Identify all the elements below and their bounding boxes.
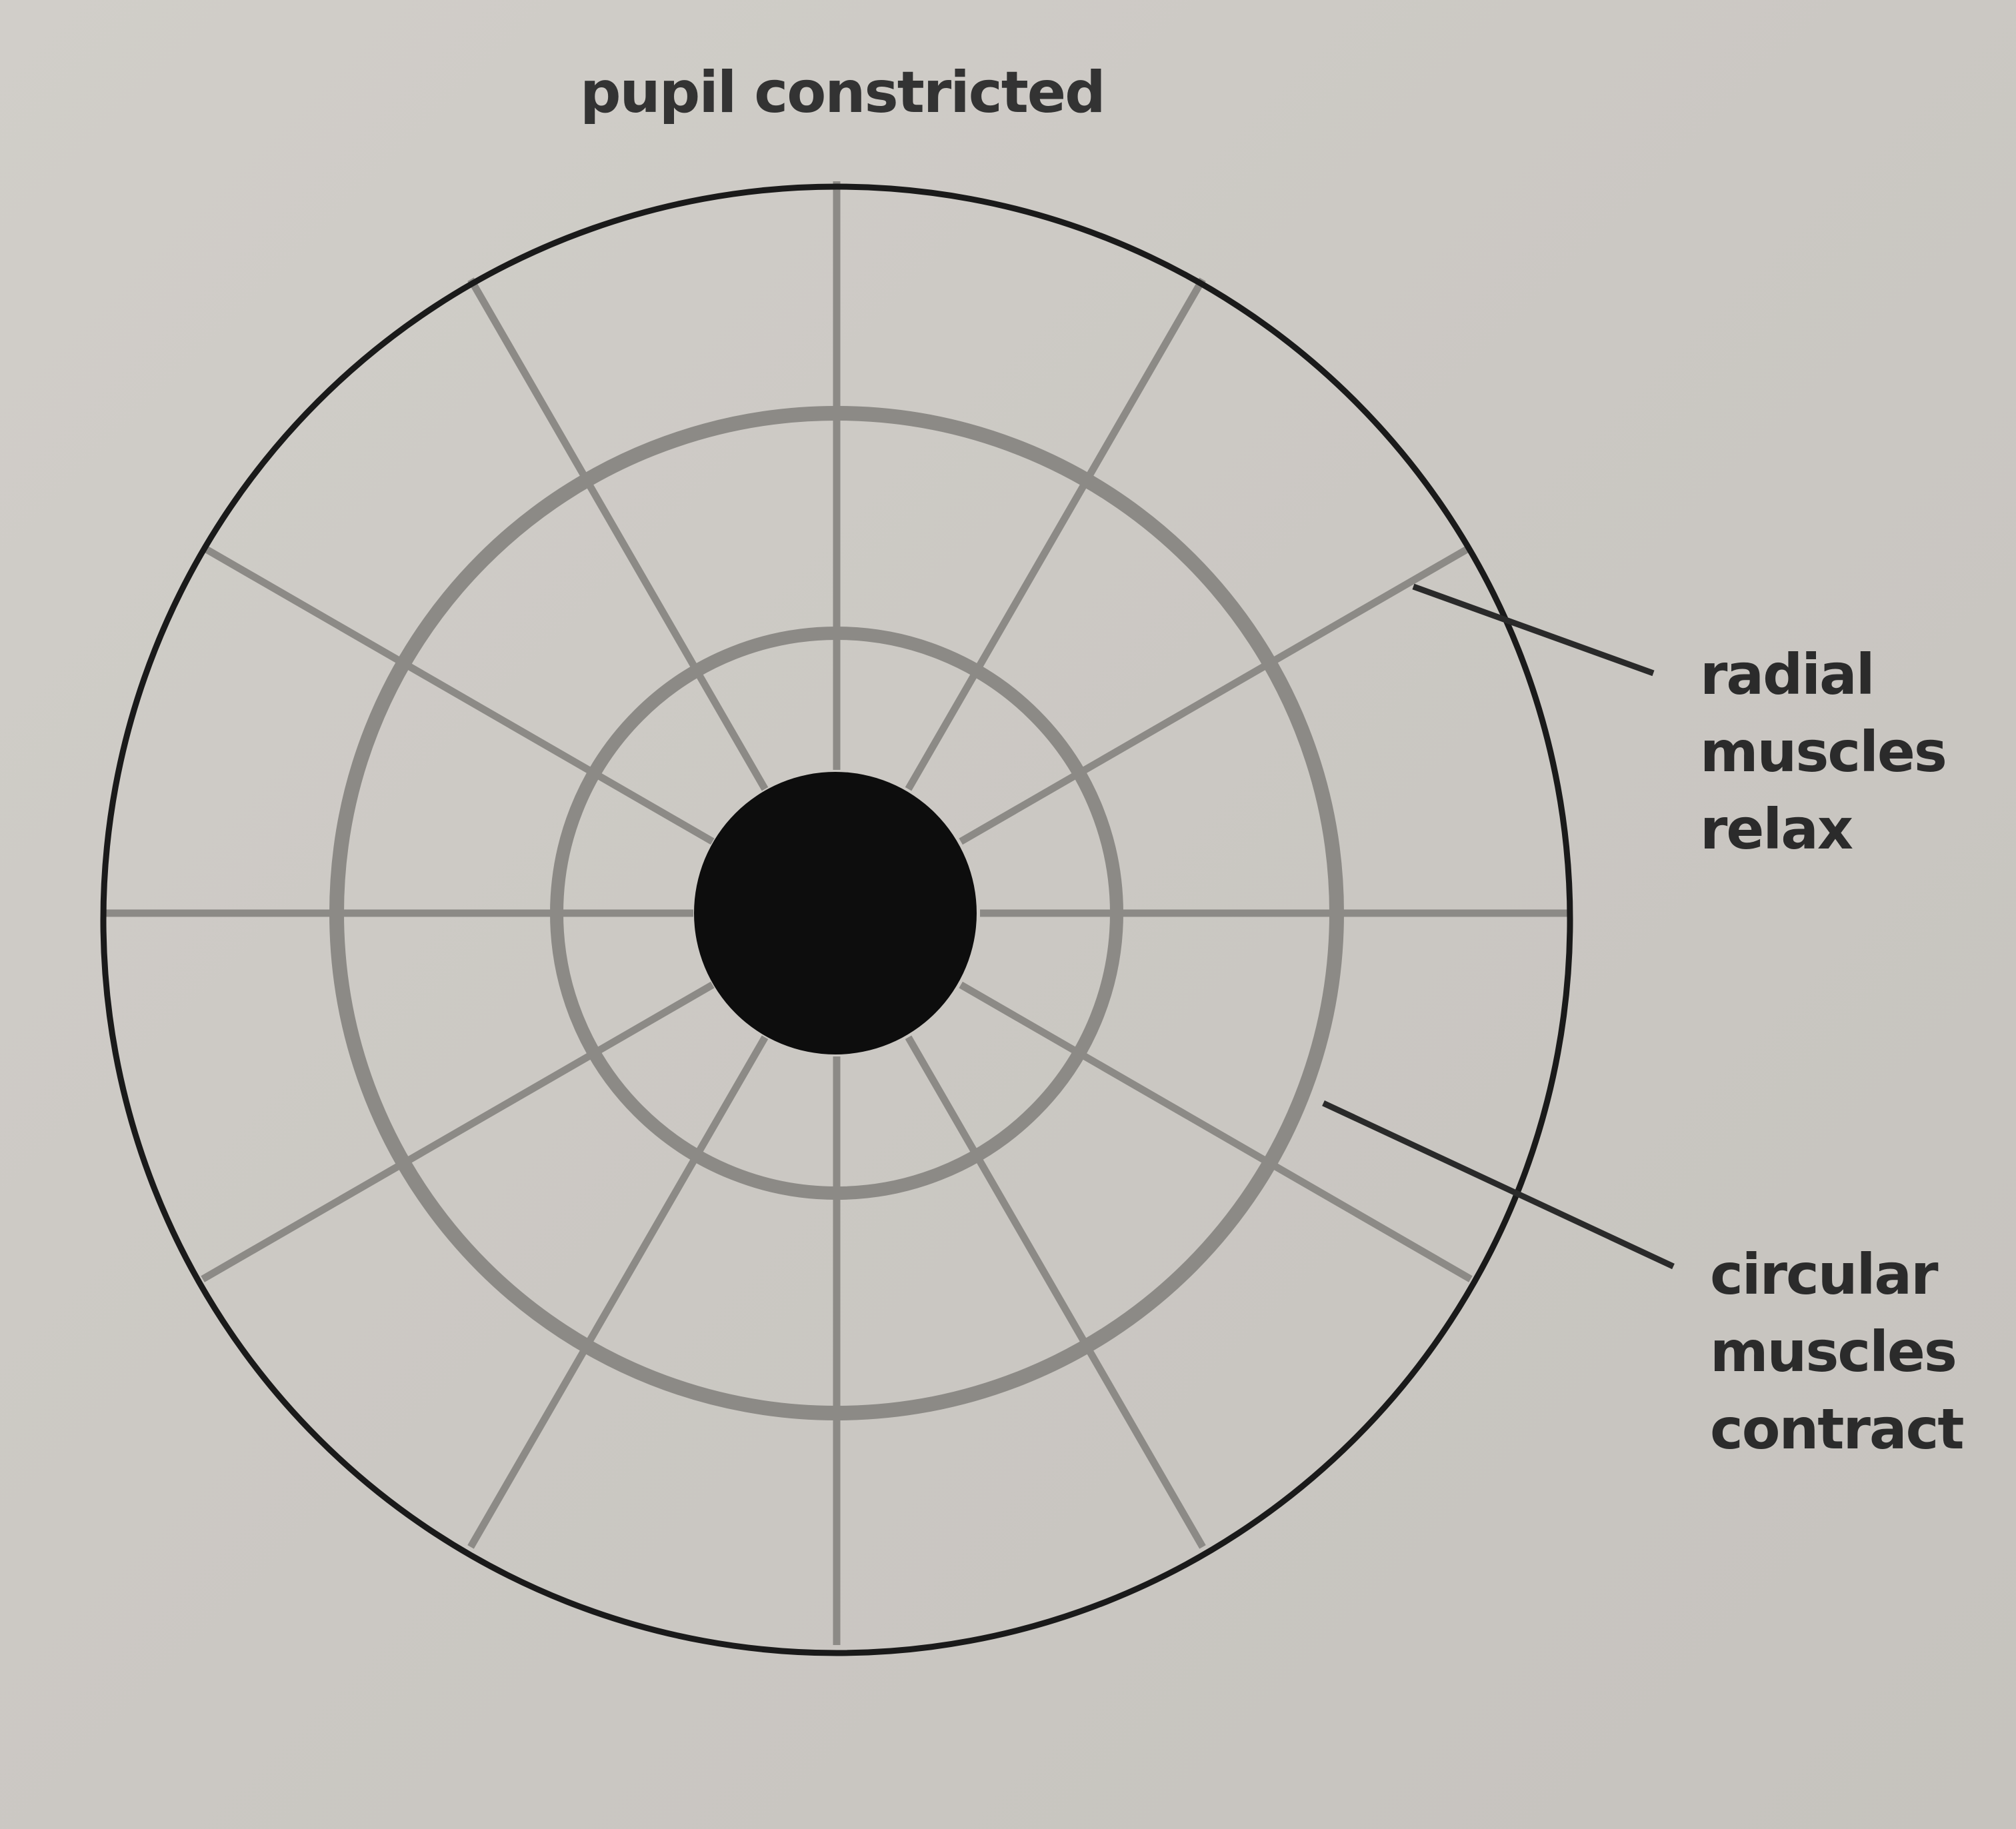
radial-muscle-line: [467, 1035, 769, 1549]
pupil: [694, 772, 977, 1054]
radial-label-line-1: radial: [1700, 642, 1875, 707]
radial-muscle-line: [905, 1035, 1206, 1549]
circular-label-line-2: muscles: [1710, 1318, 1957, 1384]
radial-label-line-2: muscles: [1700, 719, 1947, 785]
radial-label-line-3: relax: [1700, 796, 1853, 862]
radial-muscle-line: [959, 981, 1473, 1282]
radial-muscle-line: [905, 277, 1206, 791]
diagram-title: pupil constricted: [580, 59, 1106, 126]
circular-muscle-outer-ring: [329, 406, 1344, 1420]
radial-muscle-line: [201, 981, 715, 1282]
radial-muscles-label: radial muscles relax: [1700, 637, 1947, 869]
circular-muscle-inner-ring: [550, 627, 1123, 1200]
circular-leader-line: [1322, 1100, 1675, 1270]
iris-outer-boundary: [100, 183, 1573, 1656]
radial-muscle-line: [467, 277, 769, 791]
circular-muscles-label: circular muscles contract: [1710, 1236, 1965, 1468]
radial-muscle-line: [201, 544, 715, 845]
radial-muscle-line: [959, 544, 1473, 845]
circular-label-line-3: contract: [1710, 1396, 1965, 1462]
radial-leader-line: [1412, 583, 1655, 677]
radial-muscles: [105, 181, 1569, 1645]
circular-label-line-1: circular: [1710, 1242, 1939, 1307]
